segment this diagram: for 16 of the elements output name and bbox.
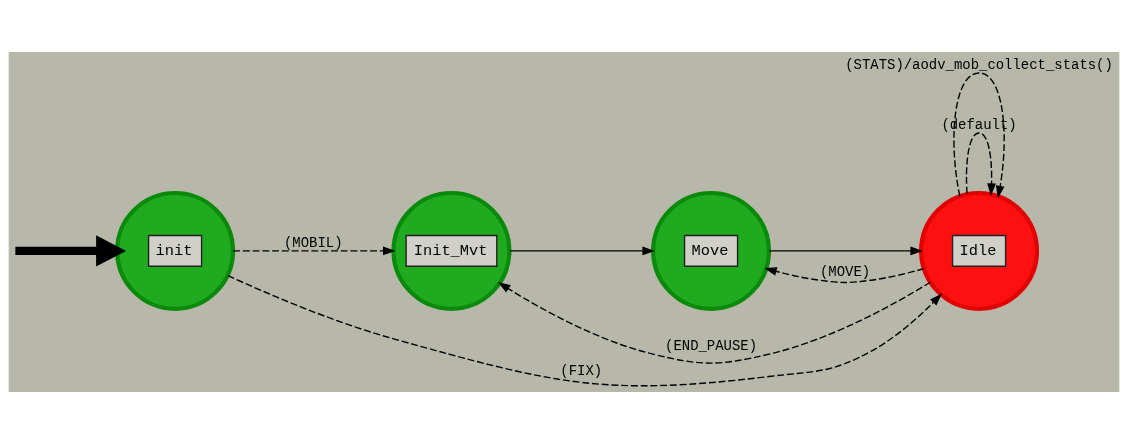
arrow (768, 246, 923, 255)
arrow (15, 234, 127, 267)
edge-label: (END_PAUSE) (665, 337, 758, 354)
arrow (227, 274, 942, 386)
node-circle: Move (651, 190, 772, 311)
edge-label: (STATS)/aodv_mob_collect_stats() (845, 56, 1113, 73)
arrow (232, 246, 396, 255)
edge-label: (FIX) (560, 362, 603, 379)
arrow (965, 131, 996, 196)
arrow (497, 281, 932, 364)
edge-label: (MOBIL) (283, 234, 343, 251)
edge-label: (MOVE) (819, 263, 871, 280)
node-circle: Idle (919, 190, 1040, 311)
arrow (764, 266, 925, 283)
node-circle: init (115, 190, 236, 311)
arrow (509, 246, 655, 255)
